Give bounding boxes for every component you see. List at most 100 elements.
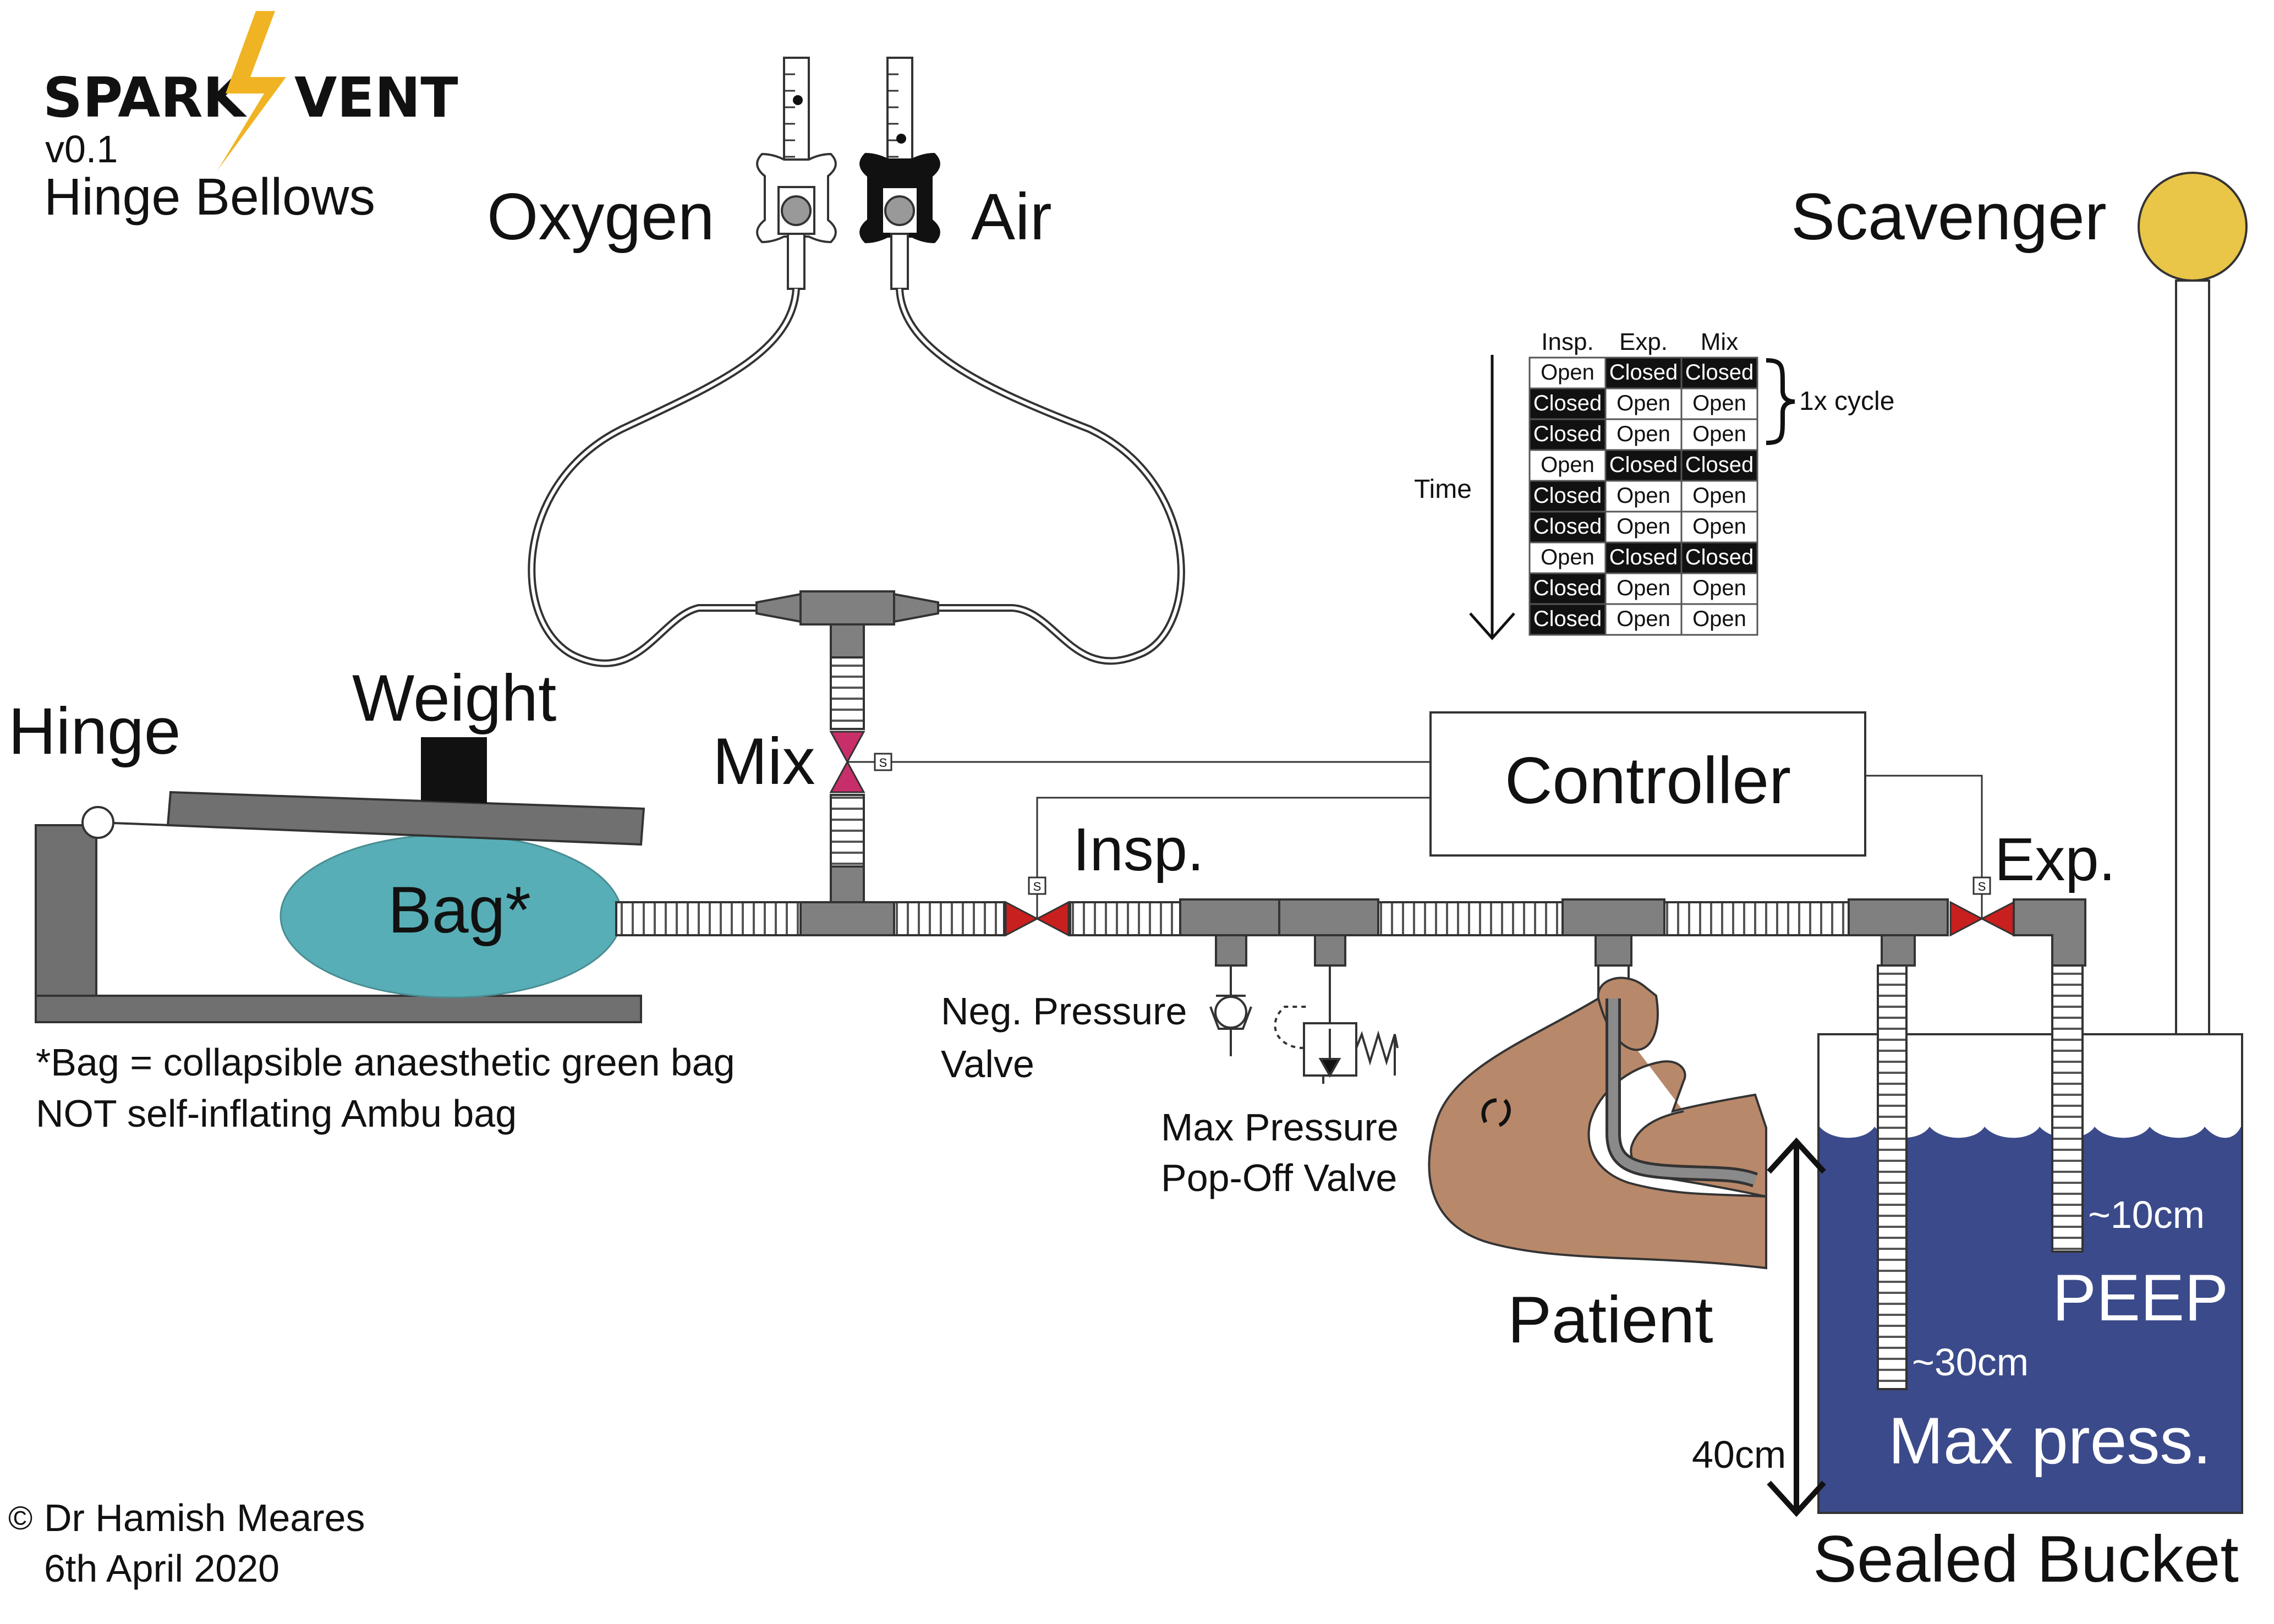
timing-cell: Open: [1617, 422, 1670, 446]
mix-valve: S: [829, 731, 892, 793]
valve-tees: [1179, 898, 1379, 967]
exp-valve: S: [1949, 876, 2015, 937]
cycle-label: 1x cycle: [1799, 387, 1894, 416]
cycle-brace-icon: [1766, 358, 1795, 445]
depth-30-label: ~30cm: [1912, 1341, 2029, 1384]
pop-off-label-line1: Max Pressure: [1161, 1106, 1399, 1149]
timing-cell: Open: [1541, 360, 1594, 385]
timing-cell-bg: [1680, 603, 1758, 636]
insp-hose-post: [1069, 901, 1181, 936]
timing-cell-bg: [1680, 541, 1758, 574]
insp-valve: S: [1005, 876, 1070, 937]
timing-cell: Closed: [1533, 391, 1602, 415]
mixer-hose-upper: [830, 656, 865, 730]
time-arrow-icon: [1469, 355, 1515, 640]
mix-solenoid-label: S: [879, 756, 887, 770]
exp-solenoid-label: S: [1978, 880, 1986, 893]
timing-cell: Open: [1617, 514, 1670, 539]
exp-tee: [1848, 898, 1949, 967]
timing-cell: Open: [1692, 484, 1746, 508]
timing-cell: Closed: [1609, 360, 1678, 385]
peep-label: PEEP: [2052, 1261, 2228, 1335]
timing-cell-bg: [1528, 603, 1607, 636]
timing-cell: Open: [1617, 607, 1670, 631]
bag-note-line2: NOT self-inflating Ambu bag: [36, 1092, 517, 1135]
timing-cell-bg: [1680, 387, 1758, 420]
hinge-pivot-icon: [81, 806, 114, 839]
timing-header-1: Exp.: [1619, 328, 1668, 355]
timing-cell-bg: [1680, 480, 1758, 513]
pop-off-label-line2: Pop-Off Valve: [1161, 1156, 1397, 1199]
hinge-lid: [166, 791, 645, 846]
max-press-label: Max press.: [1888, 1404, 2211, 1478]
date-label: 6th April 2020: [44, 1547, 280, 1590]
sealed-bucket-label: Sealed Bucket: [1813, 1522, 2239, 1596]
max-pressure-tube: [1877, 964, 1908, 1390]
patient-figure: [1428, 976, 1767, 1270]
timing-header-2: Mix: [1701, 328, 1738, 355]
pop-off-valve: [1274, 965, 1399, 1084]
brand-name-left: SPARK: [43, 65, 248, 130]
timing-cell: Open: [1692, 391, 1746, 415]
timing-cell: Closed: [1533, 576, 1602, 600]
oxygen-flowmeter: [756, 57, 837, 290]
insp-label: Insp.: [1073, 816, 1204, 884]
timing-cell-bg: [1604, 480, 1683, 513]
timing-cell: Closed: [1533, 607, 1602, 631]
timing-cell: Open: [1692, 576, 1746, 600]
patient-label: Patient: [1508, 1283, 1713, 1357]
brand-logo: SPARK VENT: [43, 11, 458, 171]
lightning-bolt-icon: [217, 11, 286, 171]
height-40-label: 40cm: [1692, 1433, 1786, 1476]
mix-label: Mix: [713, 725, 815, 798]
bag-hose: [615, 901, 802, 936]
author-label: Dr Hamish Meares: [44, 1496, 365, 1539]
timing-cell: Open: [1617, 576, 1670, 600]
weight-block: [421, 737, 487, 803]
bag-label: Bag*: [388, 873, 531, 947]
timing-cell: Open: [1617, 391, 1670, 415]
exp-elbow: [2013, 898, 2086, 967]
timing-cell-bg: [1604, 603, 1683, 636]
oxygen-label: Oxygen: [487, 180, 715, 254]
version-label: v0.1: [45, 128, 118, 171]
time-axis-label: Time: [1414, 475, 1472, 504]
timing-cell: Open: [1692, 422, 1746, 446]
insp-hose-pre: [893, 901, 1005, 936]
timing-cell: Open: [1541, 545, 1594, 569]
timing-cell-bg: [1680, 572, 1758, 605]
depth-10-label: ~10cm: [2088, 1193, 2205, 1236]
mixer-tee: [755, 590, 939, 659]
weight-label: Weight: [352, 661, 556, 735]
timing-cell: Open: [1541, 453, 1594, 477]
patient-ear-icon: [1481, 1098, 1497, 1123]
bag-note-line1: *Bag = collapsible anaesthetic green bag: [36, 1041, 735, 1084]
air-flowmeter: [859, 57, 940, 290]
copyright-icon: ©: [8, 1500, 32, 1537]
circuit-hose-exp: [1663, 901, 1850, 936]
timing-cell: Closed: [1685, 453, 1754, 477]
bag-tee: [799, 865, 895, 936]
timing-cell-bg: [1604, 387, 1683, 420]
timing-cell: Closed: [1685, 545, 1754, 569]
timing-header-0: Insp.: [1541, 328, 1593, 355]
patient-tee: [1561, 898, 1665, 967]
timing-cell-bg: [1604, 572, 1683, 605]
height-dimension-arrow: [1767, 1137, 1826, 1517]
timing-cell: Open: [1692, 514, 1746, 539]
circuit-hose-mid: [1377, 901, 1564, 936]
timing-cell: Closed: [1533, 514, 1602, 539]
timing-cell-bg: [1528, 387, 1607, 420]
gas-supply-tubing-inner: [530, 288, 1183, 665]
timing-cell: Open: [1692, 607, 1746, 631]
timing-cell-bg: [1528, 449, 1607, 482]
timing-cell: Closed: [1609, 545, 1678, 569]
hinge-frame: [35, 824, 642, 1023]
timing-cell: Closed: [1533, 484, 1602, 508]
air-label: Air: [971, 180, 1052, 254]
control-wires: [891, 761, 1983, 877]
timing-cell: Closed: [1609, 453, 1678, 477]
neg-pressure-label-line2: Valve: [941, 1043, 1034, 1085]
